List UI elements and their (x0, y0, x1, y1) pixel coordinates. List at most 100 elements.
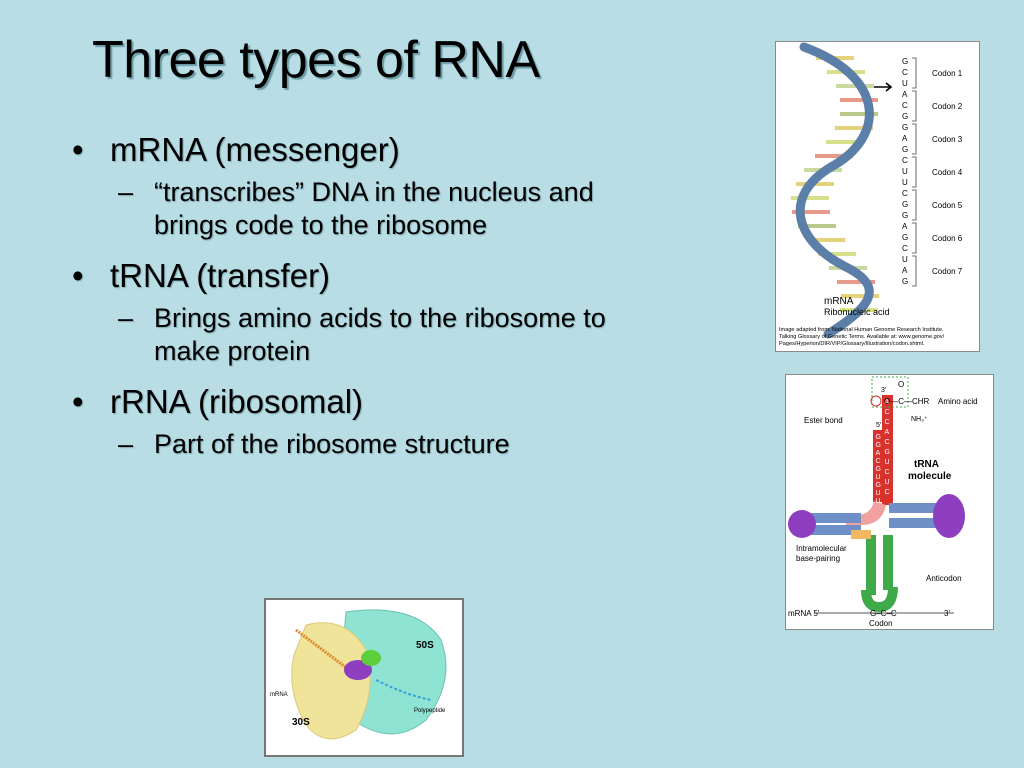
base-letter: C (902, 68, 908, 77)
chem-nh3: NH₃⁺ (911, 416, 928, 423)
sub-bullet-mrna: – “transcribes” DNA in the nucleus and b… (70, 176, 640, 242)
sub-bullet-trna-text: Brings amino acids to the ribosome to ma… (154, 303, 606, 366)
codon-label: Codon 4 (932, 168, 963, 177)
bullet-trna-text: tRNA (transfer) (110, 257, 331, 294)
credit-line-1: Image adapted from: National Human Genom… (779, 327, 944, 333)
acceptor-base: A (876, 450, 881, 457)
codon-bases-label: G–C–C (870, 609, 897, 618)
small-subunit (291, 622, 371, 740)
dash-glyph: – (118, 177, 134, 207)
small-subunit-label: 30S (292, 717, 310, 728)
helix-strand (795, 42, 874, 339)
ester-bond-marker (870, 395, 882, 407)
base-rung (840, 112, 878, 116)
anticodon-loop (861, 586, 898, 613)
base-letter: C (902, 189, 908, 198)
base-letter: U (902, 79, 908, 88)
codon-label: Codon 7 (932, 267, 963, 276)
mrna-label: mRNA (824, 296, 854, 307)
base-letter: C (902, 156, 908, 165)
base-letter: G (902, 200, 908, 209)
bullet-glyph: • (72, 131, 84, 168)
acceptor-base: U (885, 479, 890, 486)
bullet-mrna-text: mRNA (messenger) (110, 131, 400, 168)
slide-title: Three types of RNA (92, 31, 540, 89)
sub-bullet-trna: – Brings amino acids to the ribosome to … (70, 302, 640, 368)
variable-loop (851, 530, 871, 539)
base-letter: A (902, 222, 908, 231)
codon-bracket (912, 222, 917, 254)
base-rung (837, 280, 875, 284)
credit-line-2: Talking Glossary of Genetic Terms. Avail… (779, 334, 945, 340)
acceptor-base: C (885, 419, 890, 426)
base-letter: C (902, 244, 908, 253)
base-letter: G (902, 145, 908, 154)
sub-bullet-rrna: – Part of the ribosome structure (70, 428, 640, 461)
base-rung (798, 224, 836, 228)
codon-bracket (912, 156, 917, 188)
acceptor-base: A (885, 399, 890, 406)
base-rung (815, 154, 853, 158)
bullet-trna: • tRNA (transfer) (70, 256, 640, 296)
acceptor-base: C (885, 489, 890, 496)
codon-label: Codon 3 (932, 135, 963, 144)
trna-title-2: molecule (908, 471, 952, 482)
base-rung (826, 140, 864, 144)
large-subunit-label: 50S (416, 640, 434, 651)
bullet-rrna-text: rRNA (ribosomal) (110, 383, 364, 420)
acceptor-base: G (876, 466, 881, 473)
codon-bracket (912, 123, 917, 155)
d-loop (788, 510, 816, 538)
base-rung (841, 294, 879, 298)
acceptor-base: C (885, 469, 890, 476)
t-arm-bottom (889, 518, 939, 528)
codon-label: Codon 5 (932, 201, 963, 210)
acceptor-base: U (885, 459, 890, 466)
acceptor-base: G (876, 434, 881, 441)
base-rung (836, 84, 874, 88)
mrna-label: mRNA (270, 692, 288, 698)
base-letter: G (902, 123, 908, 132)
codon-label: Codon (869, 619, 893, 628)
acceptor-base: U (876, 498, 881, 505)
chem-chr: O—C—CHR (884, 397, 930, 406)
base-rung (792, 210, 830, 214)
base-rung (818, 252, 856, 256)
polypeptide-label: Polypeptide (414, 708, 446, 714)
trna-site-purple (344, 660, 372, 680)
base-rung (791, 196, 829, 200)
acceptor-base: U (876, 474, 881, 481)
acceptor-stem-left (882, 395, 893, 505)
acceptor-base: C (876, 458, 881, 465)
polypeptide-chain (375, 679, 432, 701)
sub-bullet-mrna-text: “transcribes” DNA in the nucleus and bri… (154, 177, 594, 240)
codon-bracket (912, 90, 917, 122)
codon-label: Codon 1 (932, 69, 963, 78)
base-letter: U (902, 167, 908, 176)
dash-glyph: – (118, 303, 134, 333)
intramolecular-label: Intramolecular (796, 544, 847, 553)
bullet-glyph: • (72, 257, 84, 294)
t-loop (933, 494, 965, 538)
t-arm-top (889, 503, 939, 513)
anticodon-label: Anticodon (926, 574, 962, 583)
base-letter: A (902, 134, 908, 143)
codon-bracket (912, 57, 917, 89)
acceptor-base: A (885, 429, 890, 436)
trna-title-1: tRNA (914, 459, 939, 470)
arrow-icon (874, 82, 893, 92)
base-letter: G (902, 112, 908, 121)
base-letter: U (902, 255, 908, 264)
bullet-list: • mRNA (messenger) – “transcribes” DNA i… (70, 130, 640, 475)
ribosome-diagram: 50S 30S mRNA Polypeptide (270, 609, 447, 740)
bullet-mrna: • mRNA (messenger) (70, 130, 640, 170)
mrna-sublabel: Ribonucleic acid (824, 307, 890, 317)
base-letter: C (902, 101, 908, 110)
dash-glyph: – (118, 429, 134, 459)
